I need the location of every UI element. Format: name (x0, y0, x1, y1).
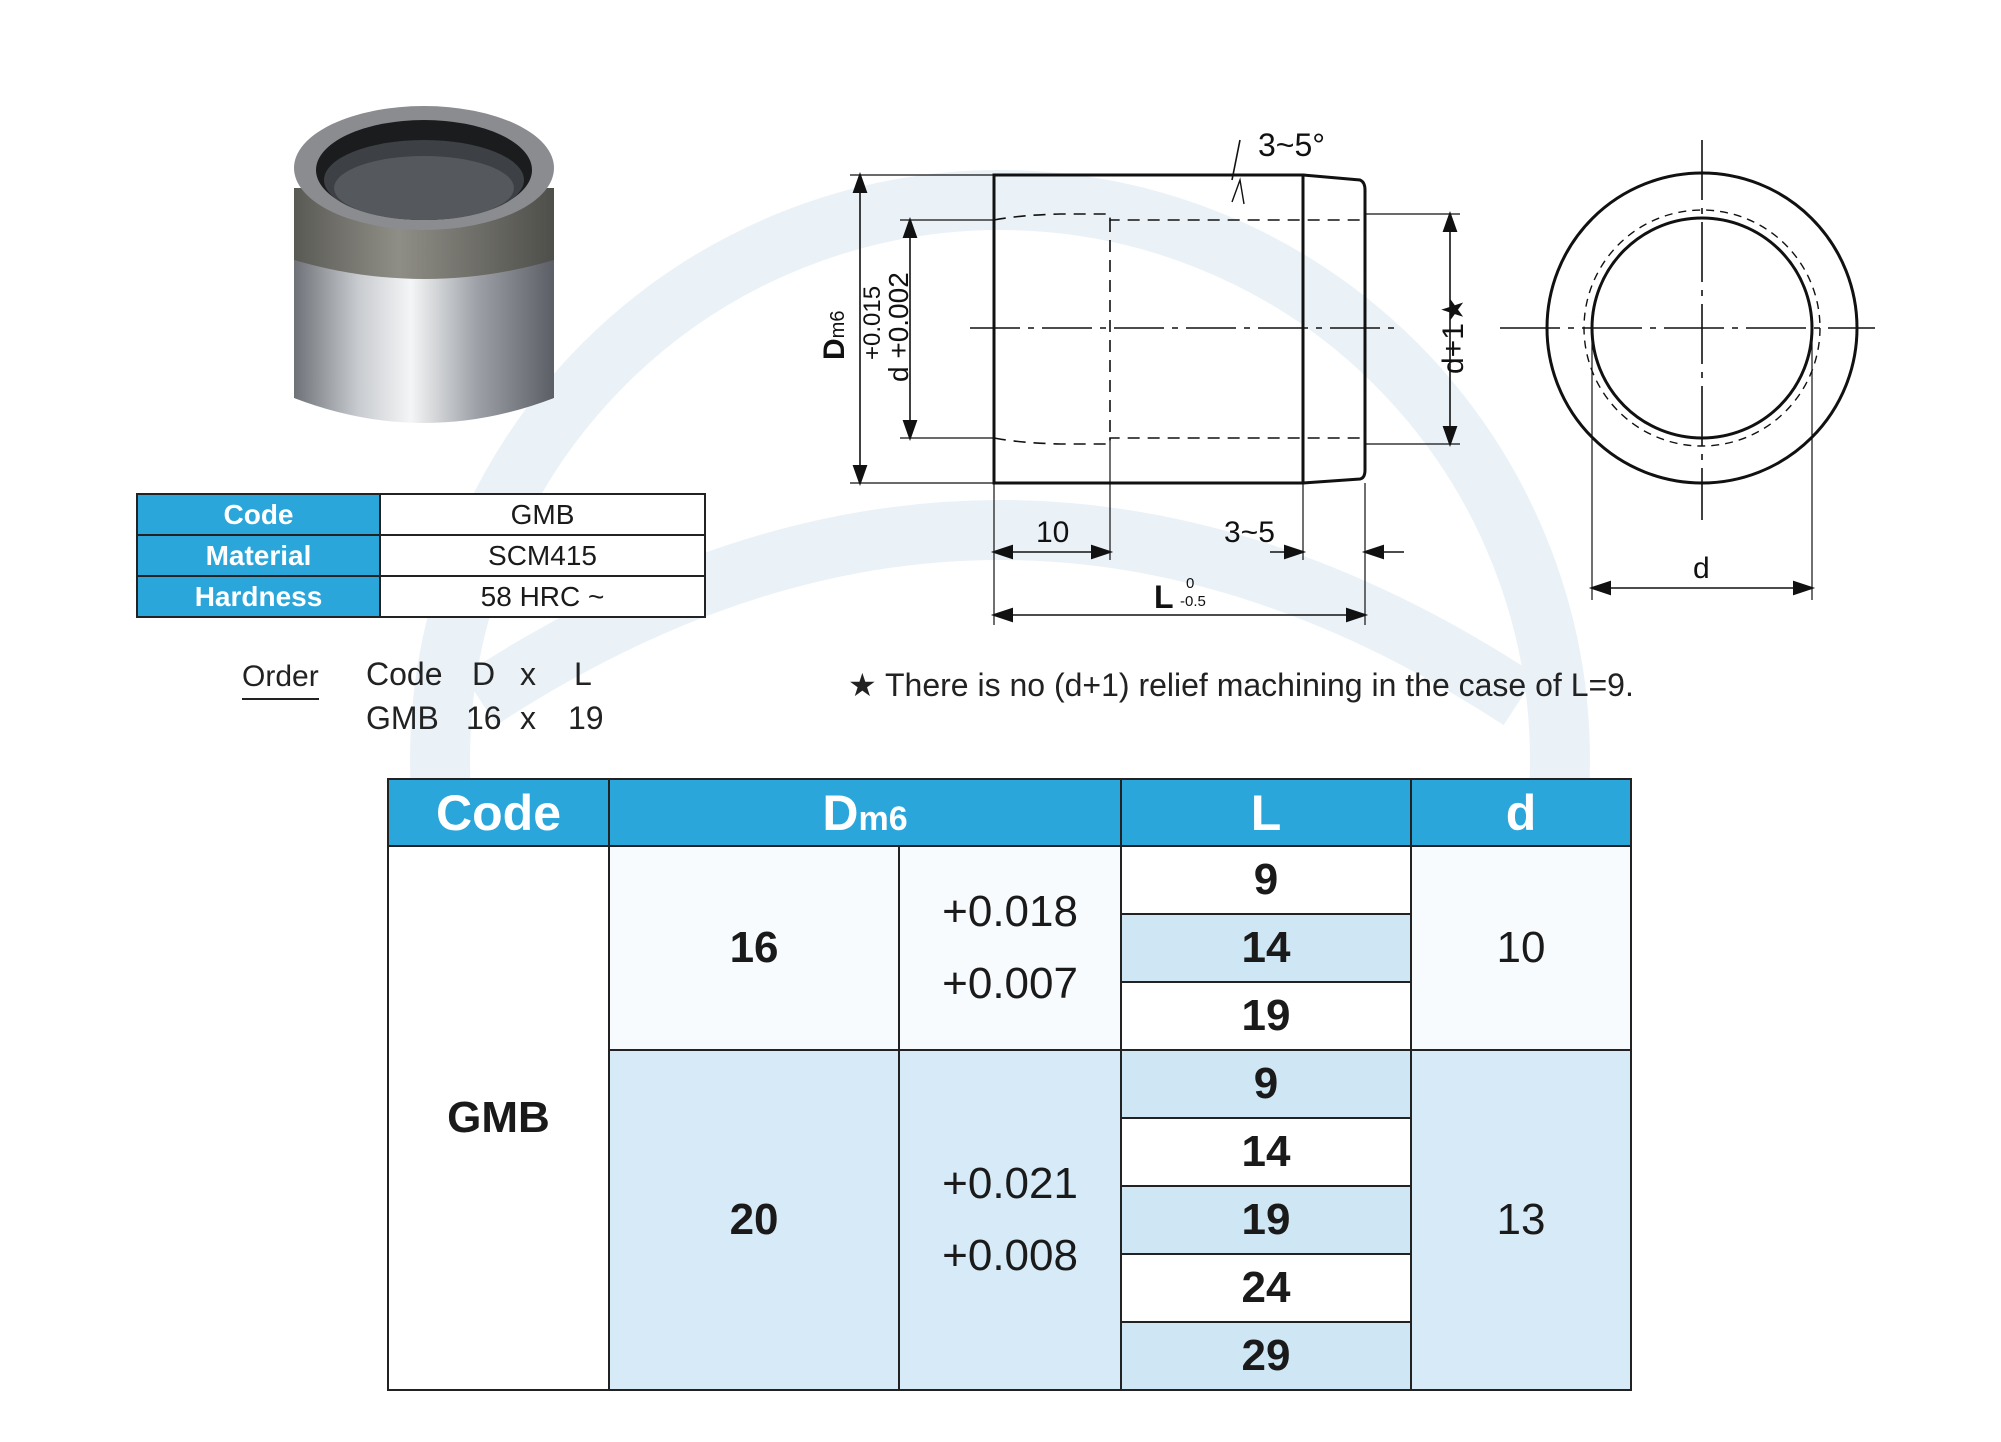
cell-L-20-9: 9 (1120, 1049, 1412, 1119)
spec-row-hardness: Hardness 58 HRC ~ (136, 575, 706, 618)
cell-d-10: 10 (1410, 845, 1632, 1051)
bushing-photo (294, 106, 554, 423)
header-l: L (1120, 778, 1412, 847)
label-dim-relief: d+1★ (1437, 296, 1470, 374)
order-header-l: L (574, 656, 592, 692)
end-view (1500, 140, 1875, 600)
table-row: 24 (388, 1253, 1631, 1323)
header-dm6-main: D (822, 784, 859, 841)
spec-value-hardness: 58 HRC ~ (379, 575, 706, 618)
order-example-x: x (520, 700, 536, 736)
label-dim-3-5: 3~5 (1224, 516, 1275, 549)
header-dm6: Dm6 (608, 778, 1122, 847)
label-dim-d: d (1693, 552, 1710, 585)
cell-L-20-24: 24 (1120, 1253, 1412, 1323)
spec-table: Code GMB Material SCM415 Hardness 58 HRC… (136, 493, 706, 618)
header-dm6-sub: m6 (858, 799, 908, 838)
header-code: Code (387, 778, 610, 847)
table-row: 19 (388, 981, 1631, 1051)
spec-key-code: Code (136, 493, 381, 536)
cell-tol-20: +0.021 +0.008 (898, 1049, 1122, 1391)
cell-D-20: 20 (607, 1049, 901, 1391)
spec-row-material: Material SCM415 (136, 534, 706, 577)
order-header-x: x (520, 656, 536, 692)
cell-L-16-19: 19 (1120, 981, 1412, 1051)
label-dim-D-main: D (818, 338, 851, 360)
order-label: Order (242, 660, 319, 700)
tol-lower-20: +0.008 (942, 1231, 1078, 1280)
cell-L-20-29: 29 (1120, 1321, 1412, 1391)
label-dim-d-lower: d +0.002 (883, 272, 914, 382)
spec-value-code: GMB (379, 493, 706, 536)
table-row: 19 (388, 1185, 1631, 1255)
size-table-header: Code Dm6 L d (387, 778, 1632, 847)
label-dim-L: L (1154, 579, 1174, 615)
label-dim-10: 10 (1036, 516, 1069, 549)
spec-value-material: SCM415 (379, 534, 706, 577)
spec-row-code: Code GMB (136, 493, 706, 536)
technical-drawing: 3~5° Dm6 +0.015 d +0.002 d+1★ 10 3~5 L 0… (818, 127, 1875, 625)
order-header-d: D (472, 656, 496, 692)
cell-L-16-14: 14 (1120, 913, 1412, 983)
label-dim-L-lower: -0.5 (1180, 593, 1206, 610)
table-row: 29 (388, 1321, 1631, 1391)
cell-tol-16: +0.018 +0.007 (898, 845, 1122, 1051)
spec-key-hardness: Hardness (136, 575, 381, 618)
cell-L-16-9: 9 (1120, 845, 1412, 915)
tol-upper-16: +0.018 (942, 887, 1078, 936)
table-row: 20 +0.021 +0.008 9 13 (388, 1049, 1632, 1391)
cell-L-20-14: 14 (1120, 1117, 1412, 1187)
table-row: 14 (388, 1117, 1631, 1187)
cell-d-13: 13 (1410, 1049, 1632, 1391)
order-header-code: Code (366, 656, 443, 692)
table-row: 14 (388, 913, 1631, 983)
order-example-l: 19 (568, 700, 604, 736)
relief-note: ★ There is no (d+1) relief machining in … (848, 667, 1634, 703)
spec-key-material: Material (136, 534, 381, 577)
label-dim-D-sub: m6 (827, 311, 849, 339)
label-dim-d-upper: +0.015 (859, 286, 886, 360)
tol-upper-20: +0.021 (942, 1159, 1078, 1208)
tol-lower-16: +0.007 (942, 959, 1078, 1008)
label-chamfer-angle: 3~5° (1258, 127, 1325, 163)
cell-code: GMB (387, 845, 610, 1391)
table-row: GMB 16 +0.018 +0.007 9 10 (387, 845, 1632, 1391)
order-example-code: GMB (366, 700, 439, 736)
label-dim-L-upper: 0 (1186, 575, 1194, 592)
side-view (850, 139, 1460, 625)
header-d: d (1410, 778, 1632, 847)
label-dim-D: Dm6 (818, 311, 851, 360)
order-example-d: 16 (466, 700, 502, 736)
cell-L-20-19: 19 (1120, 1185, 1412, 1255)
size-table: Code Dm6 L d GMB 16 +0.018 +0.007 9 10 1… (387, 778, 1632, 1391)
cell-D-16: 16 (607, 845, 901, 1051)
